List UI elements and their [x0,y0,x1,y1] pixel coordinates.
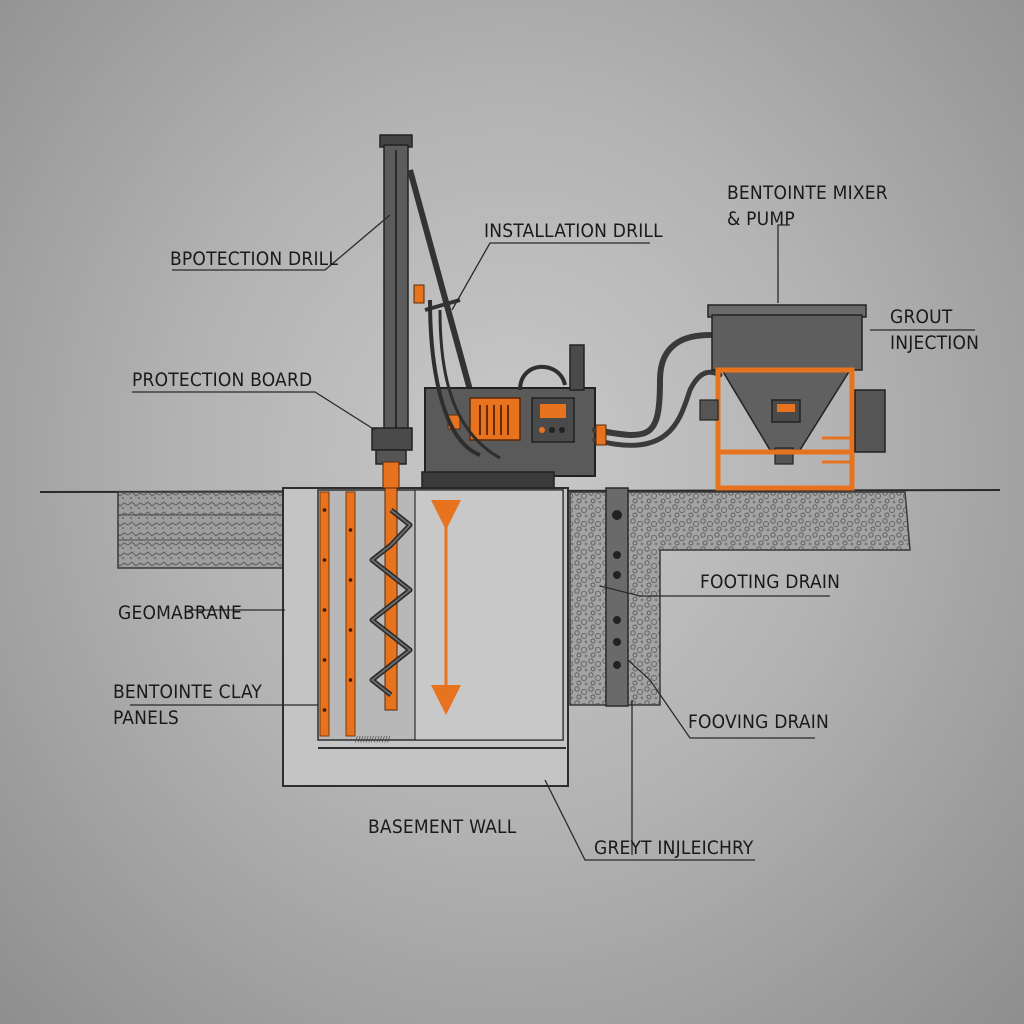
label-grout-injection: GROUT INJECTION [890,306,980,354]
label-footing-drain-top: FOOTING DRAIN [700,571,841,593]
label-mixer-pump: BENTOINTE MIXER & PUMP [727,182,888,230]
footing-drain-pipe [605,487,629,707]
label-installation-drill: INSTALLATION DRILL [484,220,663,242]
bentonite-clay-panels [319,491,356,737]
right-gravel [569,491,911,706]
label-basement-wall: BASEMENT WALL [368,816,517,838]
bentonite-mixer-pump [699,304,886,491]
label-geomembrane: GEOMABRANE [118,602,243,624]
svg-text://///////////: ///////////// [355,735,390,744]
leader-lines [130,214,975,861]
label-bentonite-panels: BENTOINTE CLAY PANELS [113,681,263,729]
drill-mast [371,134,473,489]
drill-rig-body [421,299,596,489]
label-protection-board: PROTECTION BOARD [132,369,313,391]
label-footing-drain-bottom: FOOVING DRAIN [688,711,829,733]
left-soil [117,491,287,569]
label-protection-drill: BPOTECTION DRILL [170,248,339,270]
label-grout-bottom: GREYT INJLEICHRY [594,837,754,859]
auger-screw [369,484,413,711]
grout-hoses [592,332,723,448]
